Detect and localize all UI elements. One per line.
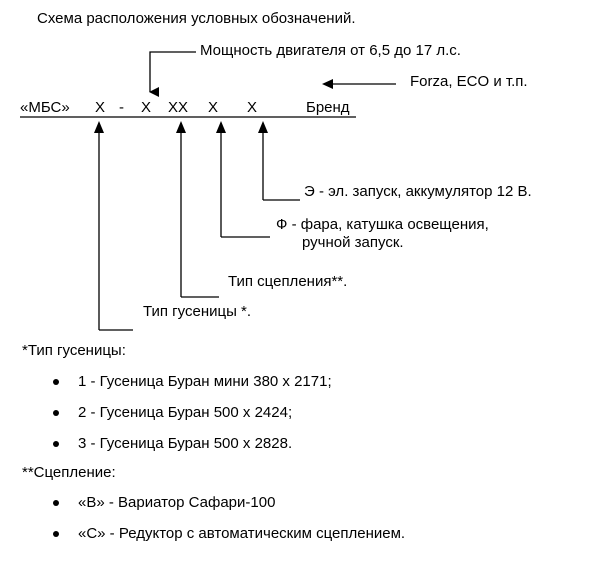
code-pos1: Х	[95, 99, 106, 116]
arrow-up-pos3	[176, 121, 186, 133]
clutch-type-label: Тип сцепления**.	[228, 273, 348, 290]
code-pos3: ХХ	[168, 99, 189, 116]
electric-start-label: Э - эл. запуск, аккумулятор 12 В.	[304, 183, 532, 200]
code-dash: -	[119, 99, 124, 116]
engine-power-label: Мощность двигателя от 6,5 до 17 л.с.	[200, 42, 461, 59]
code-pos5: Х	[247, 99, 258, 116]
arrow-up-pos4	[216, 121, 226, 133]
bullet	[53, 379, 59, 385]
brand-examples-label: Forza, ECO и т.п.	[410, 73, 528, 90]
code-pos4: Х	[208, 99, 219, 116]
bullet	[53, 410, 59, 416]
diagram-heading: Схема расположения условных обозначений.	[37, 10, 356, 27]
code-pos2: Х	[141, 99, 152, 116]
arrow-up-pos1	[94, 121, 104, 133]
clutch-item-2: «С» - Редуктор с автоматическим сцеплени…	[78, 525, 406, 542]
track-item-1: 1 - Гусеница Буран мини 380 х 2171;	[78, 373, 332, 390]
bullet	[53, 531, 59, 537]
code-prefix: «МБС»	[20, 99, 70, 116]
headlight-label-line2: ручной запуск.	[302, 234, 404, 251]
track-type-label: Тип гусеницы *.	[143, 303, 252, 320]
track-item-2: 2 - Гусеница Буран 500 х 2424;	[78, 404, 293, 421]
brand-arrow-head	[322, 79, 333, 89]
code-brand: Бренд	[306, 99, 350, 116]
clutch-item-1: «В» - Вариатор Сафари-100	[78, 494, 276, 511]
headlight-label-line1: Ф - фара, катушка освещения,	[276, 216, 489, 233]
clutch-title: **Сцепление:	[22, 464, 116, 481]
tracks-title: *Тип гусеницы:	[22, 342, 126, 359]
track-item-3: 3 - Гусеница Буран 500 х 2828.	[78, 435, 293, 452]
engine-power-leader	[149, 51, 196, 97]
bullet	[53, 441, 59, 447]
bullet	[53, 500, 59, 506]
arrow-up-pos5	[258, 121, 268, 133]
